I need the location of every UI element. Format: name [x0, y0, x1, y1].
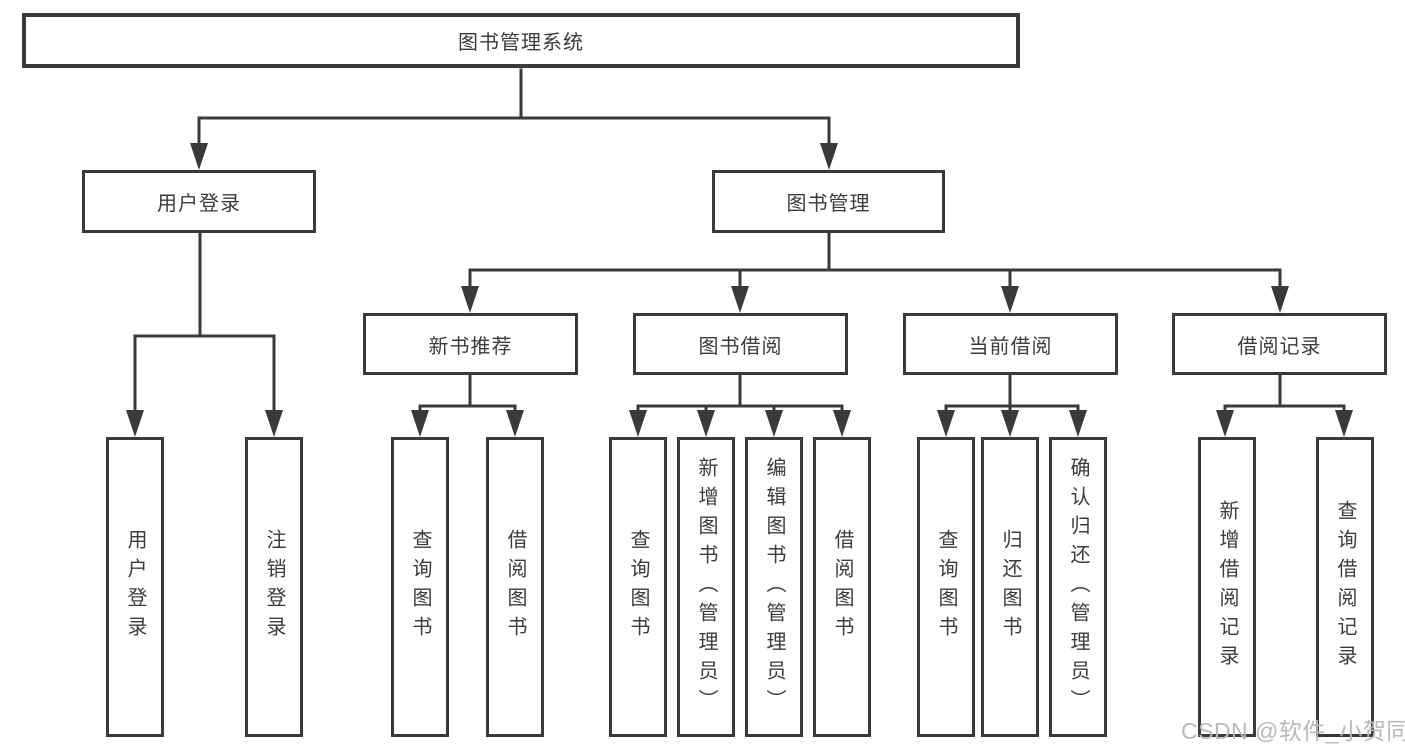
node-leaf-query-book-current: 查询图书: [917, 437, 975, 737]
arrowhead: [765, 410, 783, 437]
connector-lines: [133, 68, 1346, 415]
arrowhead: [629, 410, 647, 437]
node-leaf-query-book-recommend: 查询图书: [391, 437, 449, 737]
node-book-borrow: 图书借阅: [633, 313, 848, 375]
arrowhead: [937, 410, 955, 437]
arrowhead: [731, 286, 749, 313]
arrowhead: [1335, 410, 1353, 437]
node-leaf-user-login: 用户登录: [106, 437, 164, 737]
arrowhead: [1216, 410, 1234, 437]
node-leaf-add-borrow-record: 新增借阅记录: [1198, 437, 1256, 737]
node-leaf-logout-login: 注销登录: [245, 437, 303, 737]
arrowhead: [411, 410, 429, 437]
arrowhead: [697, 410, 715, 437]
node-leaf-borrow-book-recommend: 借阅图书: [486, 437, 544, 737]
arrowhead: [1001, 410, 1019, 437]
node-new-book-recommend: 新书推荐: [363, 313, 578, 375]
edge-new-book-recommend-to-leaves: [418, 373, 517, 415]
node-leaf-query-borrow-record: 查询借阅记录: [1316, 437, 1374, 737]
arrowhead: [506, 410, 524, 437]
node-root: 图书管理系统: [22, 13, 1020, 68]
edge-book-management-to-level3: [468, 230, 1282, 291]
connector-arrowheads: [126, 143, 1353, 437]
csdn-watermark: CSDN @软件_小贺同学: [1181, 718, 1405, 744]
arrowhead: [1069, 410, 1087, 437]
edge-book-borrow-to-leaves: [636, 373, 844, 415]
arrowhead: [833, 410, 851, 437]
arrowhead: [265, 410, 283, 437]
node-leaf-borrow-book-borrow: 借阅图书: [813, 437, 871, 737]
node-leaf-confirm-return-admin: 确认归还（管理员）: [1049, 437, 1107, 737]
arrowhead: [820, 143, 838, 170]
edge-user-login-to-leaves: [133, 230, 276, 415]
edge-current-borrow-to-leaves: [944, 373, 1080, 415]
arrowhead: [1001, 286, 1019, 313]
edge-borrow-record-to-leaves: [1223, 373, 1346, 415]
arrowhead: [461, 286, 479, 313]
node-current-borrow: 当前借阅: [903, 313, 1118, 375]
node-leaf-edit-book-admin: 编辑图书（管理员）: [745, 437, 803, 737]
node-leaf-return-book: 归还图书: [981, 437, 1039, 737]
arrowhead: [126, 410, 144, 437]
node-leaf-add-book-admin: 新增图书（管理员）: [677, 437, 735, 737]
node-borrow-record: 借阅记录: [1172, 313, 1387, 375]
node-leaf-query-book-borrow: 查询图书: [609, 437, 667, 737]
edge-root-to-level2: [197, 68, 831, 147]
arrowhead: [190, 143, 208, 170]
node-user-login: 用户登录: [82, 170, 316, 233]
node-book-management: 图书管理: [712, 170, 945, 233]
arrowhead: [1271, 286, 1289, 313]
